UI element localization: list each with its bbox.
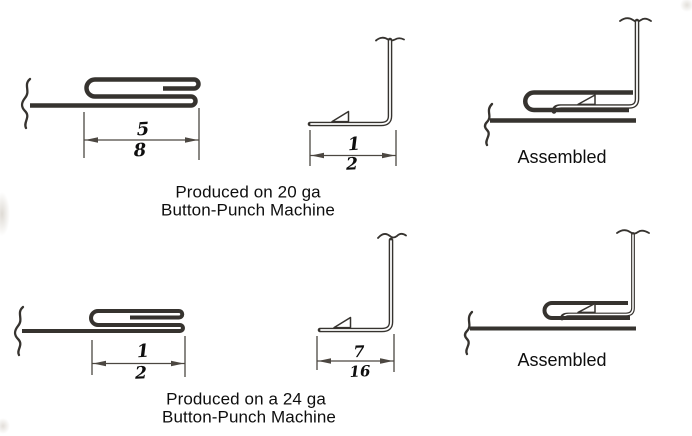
caption-24ga-line1: Produced on a 24 ga — [166, 389, 326, 408]
dimension-angle-20ga — [309, 130, 397, 166]
angle-outline-core — [320, 240, 392, 331]
dimension-numerator: 5 — [136, 118, 150, 141]
angle-profile-drawing-20ga — [307, 36, 405, 127]
arrowhead-left — [85, 137, 98, 143]
dimension-seam-24ga — [91, 336, 186, 377]
break-line — [377, 232, 407, 239]
dimension-seam-20ga — [83, 108, 200, 160]
assembled-angle-core — [554, 21, 638, 112]
caption-20ga-line2: Button-Punch Machine — [161, 200, 335, 219]
arrowhead-right — [185, 137, 198, 143]
button-punch-tab — [577, 94, 596, 106]
assembled-label-20ga: Assembled — [517, 146, 607, 167]
assembled-drawing-20ga — [483, 17, 652, 147]
dimension-angle-24ga — [316, 334, 395, 372]
angle-outline — [317, 237, 394, 333]
assembled-label-24ga: Assembled — [517, 350, 607, 370]
break-symbol — [13, 305, 25, 357]
button-punch-tab — [333, 316, 352, 329]
arrowhead-right — [382, 152, 395, 159]
assembled-fold-path — [542, 301, 630, 320]
button-punch-tab — [331, 110, 350, 123]
dimension-numerator: 1 — [346, 133, 361, 156]
angle-profile-drawing-24ga — [317, 232, 407, 333]
angle-outline-core — [310, 40, 391, 125]
seam-fold-path — [30, 77, 201, 108]
arrowhead-left — [311, 152, 324, 159]
dimension-numerator: 1 — [135, 340, 150, 363]
arrowhead-right — [380, 358, 393, 364]
arrowhead-left — [93, 360, 106, 367]
arrowhead-right — [171, 360, 184, 367]
break-symbol — [483, 102, 494, 147]
caption-20ga-line1: Produced on 20 ga — [175, 182, 321, 201]
assembled-angle-outline — [560, 232, 635, 321]
seam-profile-drawing-20ga — [20, 77, 201, 130]
arrowhead-left — [318, 358, 331, 364]
break-symbol — [463, 310, 474, 356]
seam-profile-drawing-24ga — [13, 305, 185, 357]
assembled-fold-path — [523, 90, 633, 113]
dimension-denominator: 16 — [349, 361, 371, 381]
caption-24ga-line2: Button-Punch Machine — [162, 407, 336, 426]
angle-outline — [307, 37, 393, 127]
dimension-denominator: 2 — [345, 154, 359, 175]
dimension-denominator: 8 — [133, 139, 147, 162]
dimension-denominator: 2 — [134, 363, 148, 384]
assembled-angle-core — [562, 234, 634, 319]
assembled-drawing-24ga — [463, 229, 650, 356]
seam-fold-path — [22, 309, 185, 333]
break-symbol — [20, 77, 32, 130]
dimension-numerator: 7 — [353, 341, 365, 362]
button-punch-tab — [577, 302, 596, 314]
